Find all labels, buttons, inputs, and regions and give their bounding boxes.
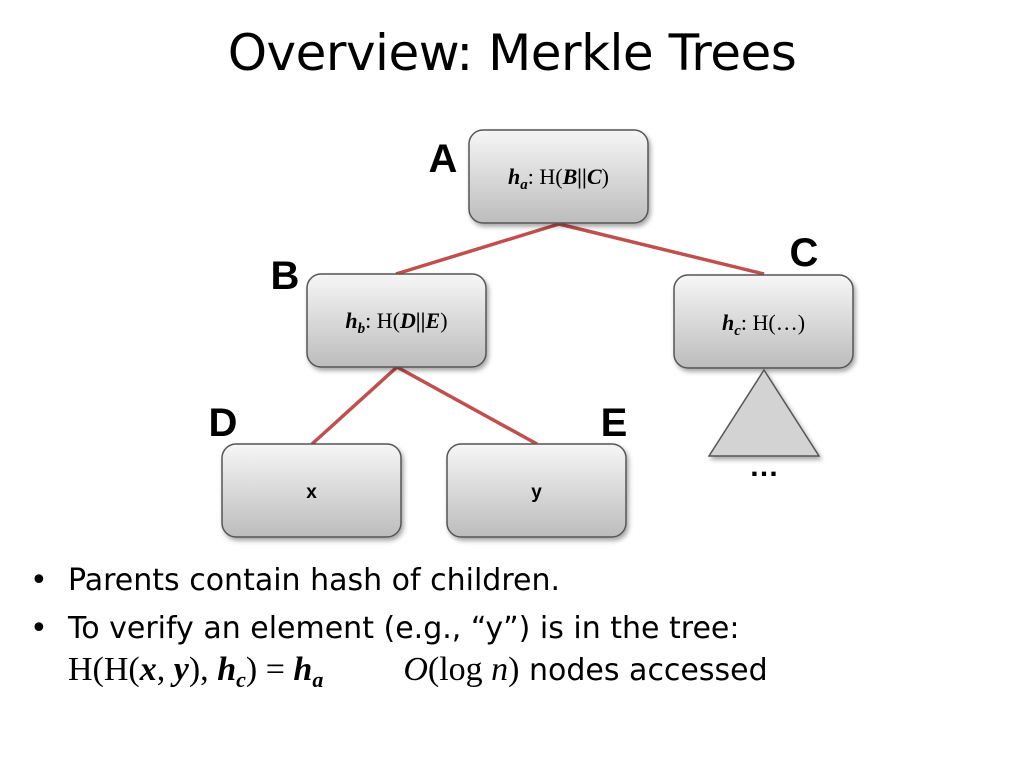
node-b-hash-suffix: ) <box>440 308 447 333</box>
leaf-e: y <box>446 443 627 538</box>
merkle-tree-diagram: ha: H(B||C) A hb: H(D||E) B hc: H(…) C …… <box>209 129 854 538</box>
node-c: hc: H(…) <box>673 274 854 369</box>
node-a-label: h <box>508 164 520 189</box>
edge-b-e <box>396 365 538 446</box>
node-b-label: h <box>345 308 357 333</box>
letter-a: A <box>429 137 458 181</box>
bullet-dot: • <box>30 563 48 598</box>
bullet-list: • Parents contain hash of children. • To… <box>28 562 1018 702</box>
svg-text:hb: H(D||E): hb: H(D||E) <box>345 308 447 337</box>
bullet-item-1: • Parents contain hash of children. <box>28 562 1018 600</box>
complexity-text: nodes accessed <box>519 653 768 688</box>
letter-e: E <box>601 401 628 445</box>
node-a-hash-suffix: ) <box>602 164 609 189</box>
node-b: hb: H(D||E) <box>306 273 487 368</box>
subtree-ellipsis: … <box>749 450 779 483</box>
edge-b-d <box>310 365 399 446</box>
verification-formula: H(H(x, y), hc) = ha O(log n) nodes access… <box>68 649 1018 692</box>
tree-edges <box>310 222 765 446</box>
letter-d: D <box>209 401 238 445</box>
node-a-hash-prefix: : H( <box>528 164 563 189</box>
bullet-text-1: Parents contain hash of children. <box>68 563 561 598</box>
edge-a-b <box>395 222 560 276</box>
subtree-triangle <box>707 368 821 457</box>
leaf-e-value: y <box>531 482 542 503</box>
letter-b: B <box>271 254 300 298</box>
edge-a-c <box>558 222 765 276</box>
svg-text:ha: H(B||C): ha: H(B||C) <box>508 164 609 193</box>
slide-title: Overview: Merkle Trees <box>227 24 797 82</box>
node-a-sub: a <box>520 177 528 193</box>
bullet-item-2: • To verify an element (e.g., “y”) is in… <box>28 610 1018 693</box>
node-a-hash-body: B||C <box>562 164 602 189</box>
node-c-label: h <box>722 310 734 335</box>
bullet-text-2: To verify an element (e.g., “y”) is in t… <box>68 610 740 646</box>
node-b-sub: b <box>358 321 366 337</box>
node-a: ha: H(B||C) <box>468 129 649 224</box>
svg-text:hc: H(…): hc: H(…) <box>722 310 805 339</box>
node-c-hash-prefix: : H( <box>741 310 776 335</box>
node-b-hash-prefix: : H( <box>365 308 400 333</box>
letter-c: C <box>790 231 819 275</box>
formula-equation: H(H(x, y), hc) = ha <box>68 651 324 692</box>
node-c-hash-suffix: ) <box>798 310 805 335</box>
leaf-d: x <box>221 443 402 538</box>
complexity-expression: O(log n) <box>403 651 520 688</box>
bullet-dot: • <box>30 610 48 646</box>
node-c-hash-body: … <box>776 310 798 335</box>
node-c-sub: c <box>734 323 741 339</box>
leaf-d-value: x <box>306 482 317 503</box>
node-b-hash-body: D||E <box>399 308 440 333</box>
